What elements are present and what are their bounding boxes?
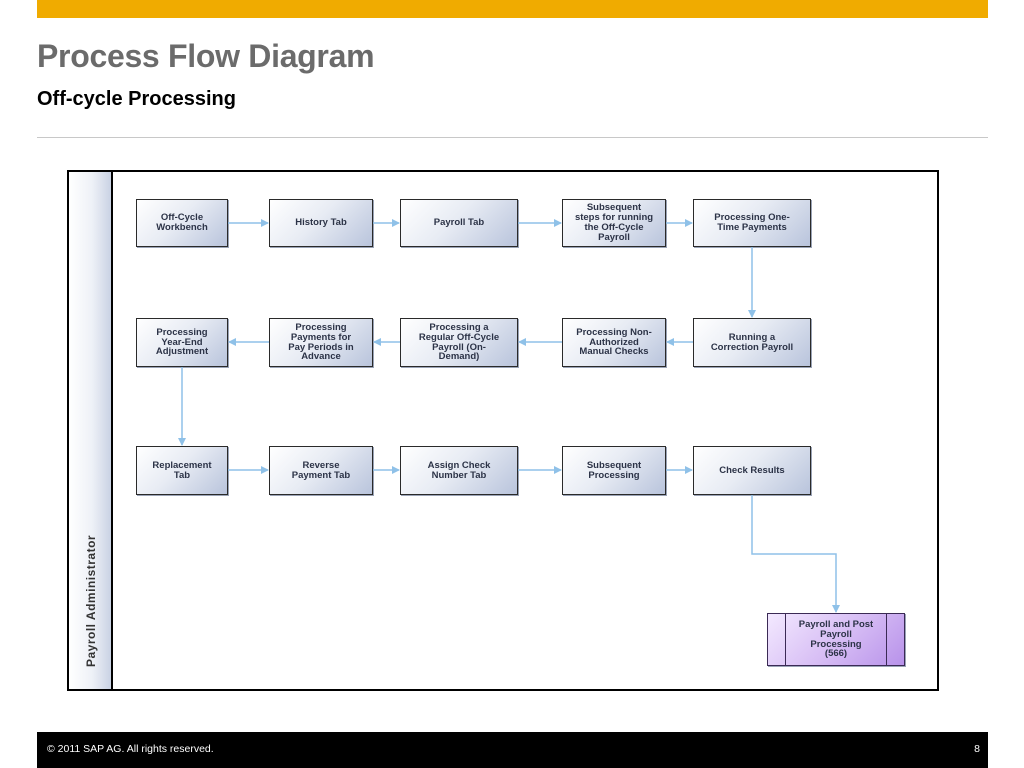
page-subtitle: Off-cycle Processing bbox=[37, 88, 236, 110]
swimlane-label: Payroll Administrator bbox=[84, 534, 98, 667]
header-divider bbox=[37, 137, 988, 138]
node-label: Payroll Tab bbox=[433, 217, 485, 229]
node-label: Check Results bbox=[719, 464, 785, 476]
copyright-text: © 2011 SAP AG. All rights reserved. bbox=[47, 743, 214, 755]
node-check-results[interactable]: Check Results bbox=[693, 446, 811, 495]
node-history-tab[interactable]: History Tab bbox=[269, 199, 373, 247]
footer-bar: © 2011 SAP AG. All rights reserved. 8 bbox=[37, 732, 988, 768]
node-label: Processing One-Time Payments bbox=[714, 212, 790, 233]
page-number: 8 bbox=[974, 743, 980, 755]
swimlane-header: Payroll Administrator bbox=[69, 172, 113, 689]
top-accent-bar bbox=[37, 0, 988, 18]
node-payroll-tab[interactable]: Payroll Tab bbox=[400, 199, 518, 247]
process-flow-diagram: Payroll Administrator bbox=[67, 170, 939, 691]
node-label: History Tab bbox=[295, 217, 347, 229]
page-title: Process Flow Diagram bbox=[37, 38, 375, 74]
node-one-time-payments[interactable]: Processing One-Time Payments bbox=[693, 199, 811, 247]
